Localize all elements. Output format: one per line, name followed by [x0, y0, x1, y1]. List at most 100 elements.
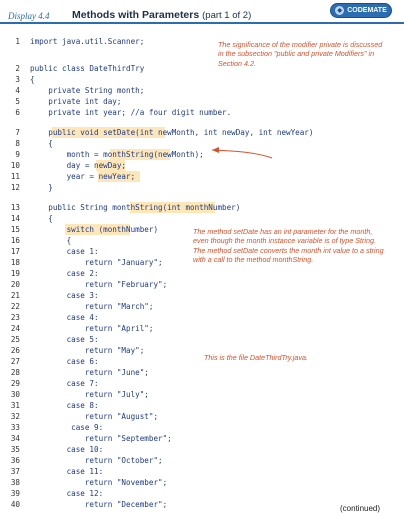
line-number: 17	[10, 247, 20, 256]
line-number: 14	[10, 214, 20, 223]
line-number: 13	[10, 203, 20, 212]
code-text: return "April";	[30, 324, 154, 333]
line-number: 7	[15, 128, 20, 137]
line-number: 3	[15, 75, 20, 84]
code-text: day = newDay;	[30, 161, 127, 170]
code-text: private int day;	[30, 97, 122, 106]
line-number: 25	[10, 335, 20, 344]
line-number: 21	[10, 291, 20, 300]
code-text: return "March";	[30, 302, 154, 311]
code-text: case 1:	[30, 247, 99, 256]
line-number: 2	[15, 64, 20, 73]
line-number: 39	[10, 489, 20, 498]
line-number: 36	[10, 456, 20, 465]
line-number: 23	[10, 313, 20, 322]
line-number: 10	[10, 161, 20, 170]
line-number: 32	[10, 412, 20, 421]
code-text: return "September";	[30, 434, 172, 443]
code-text: case 2:	[30, 269, 99, 278]
line-number: 29	[10, 379, 20, 388]
code-text: case 11:	[30, 467, 104, 476]
line-number: 15	[10, 225, 20, 234]
note-private-modifier: The significance of the modifier private…	[218, 40, 383, 68]
code-text: switch (monthNumber)	[30, 225, 159, 234]
code-text: }	[30, 183, 53, 192]
code-text: import java.util.Scanner;	[30, 37, 145, 46]
code-text: {	[30, 139, 53, 148]
code-text: return "August";	[30, 412, 159, 421]
note-filename: This is the file DateThirdTry.java.	[204, 353, 308, 362]
line-number: 34	[10, 434, 20, 443]
code-highlight	[98, 171, 140, 182]
display-part: (part 1 of 2)	[202, 10, 252, 21]
code-highlight	[52, 127, 165, 138]
line-number: 4	[15, 86, 20, 95]
code-text: public String monthString(int monthNumbe…	[30, 203, 241, 212]
line-number: 1	[15, 37, 20, 46]
display-title: Methods with Parameters (part 1 of 2)	[72, 9, 251, 21]
code-text: return "June";	[30, 368, 149, 377]
line-number: 38	[10, 478, 20, 487]
code-text: case 7:	[30, 379, 99, 388]
code-text: case 12:	[30, 489, 104, 498]
code-highlight	[96, 160, 125, 171]
line-number: 9	[15, 150, 20, 159]
code-text: return "July";	[30, 390, 149, 399]
line-number: 26	[10, 346, 20, 355]
code-text: case 8:	[30, 401, 99, 410]
display-header: Display 4.4 Methods with Parameters (par…	[0, 0, 404, 30]
codemate-badge[interactable]: ◆ CODEMATE	[330, 3, 392, 18]
code-text: return "May";	[30, 346, 145, 355]
code-text: {	[30, 214, 53, 223]
continued-label: (continued)	[340, 504, 381, 513]
line-number: 27	[10, 357, 20, 366]
code-text: return "October";	[30, 456, 163, 465]
line-number: 12	[10, 183, 20, 192]
display-label: Display 4.4	[8, 11, 50, 21]
line-number: 33	[10, 423, 20, 432]
header-rule	[0, 22, 404, 24]
code-text: case 9:	[30, 423, 104, 432]
note-setdate: The method setDate has an int parameter …	[193, 227, 384, 265]
code-text: public void setDate(int newMonth, int ne…	[30, 128, 314, 137]
code-text: case 3:	[30, 291, 99, 300]
line-number: 6	[15, 108, 20, 117]
code-text: case 5:	[30, 335, 99, 344]
line-number: 16	[10, 236, 20, 245]
code-text: {	[30, 236, 72, 245]
code-text: private String month;	[30, 86, 145, 95]
line-number: 24	[10, 324, 20, 333]
line-number: 19	[10, 269, 20, 278]
display-title-text: Methods with Parameters	[72, 9, 200, 21]
line-number: 20	[10, 280, 20, 289]
line-number: 8	[15, 139, 20, 148]
code-text: case 4:	[30, 313, 99, 322]
code-text: return "February";	[30, 280, 168, 289]
code-highlight	[110, 149, 170, 160]
code-text: private int year; //a four digit number.	[30, 108, 232, 117]
arrow-head	[212, 147, 219, 153]
codemate-icon: ◆	[335, 6, 345, 15]
code-text: case 6:	[30, 357, 99, 366]
code-text: {	[30, 75, 35, 84]
line-number: 11	[10, 172, 20, 181]
code-text: year = newYear;	[30, 172, 136, 181]
code-text: return "December";	[30, 500, 168, 509]
code-highlight	[65, 224, 130, 235]
code-highlight	[130, 202, 215, 213]
code-text: case 10:	[30, 445, 104, 454]
line-number: 30	[10, 390, 20, 399]
line-number: 22	[10, 302, 20, 311]
code-text: public class DateThirdTry	[30, 64, 145, 73]
line-number: 37	[10, 467, 20, 476]
line-number: 28	[10, 368, 20, 377]
code-text: month = monthString(newMonth);	[30, 150, 204, 159]
line-number: 18	[10, 258, 20, 267]
line-number: 35	[10, 445, 20, 454]
code-text: return "November";	[30, 478, 168, 487]
line-number: 40	[10, 500, 20, 509]
arrow-line	[211, 149, 273, 159]
code-text: return "January";	[30, 258, 163, 267]
codemate-label: CODEMATE	[347, 7, 387, 14]
